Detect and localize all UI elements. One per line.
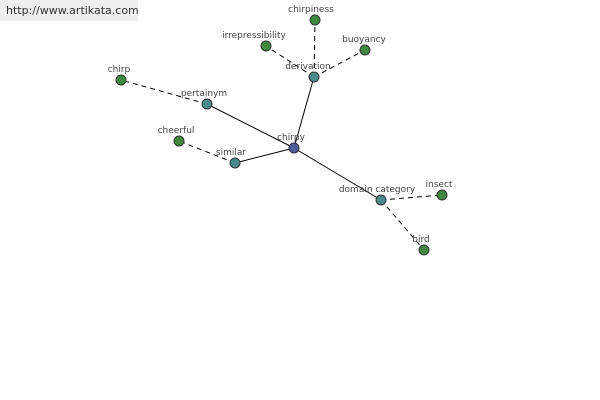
node-label-buoyancy: buoyancy — [342, 35, 386, 45]
node-label-domain-category: domain category — [339, 185, 416, 195]
node-bird[interactable] — [418, 244, 430, 256]
node-insect[interactable] — [436, 189, 448, 201]
edge-chirpy-domain-category — [293, 147, 382, 201]
edge-chirpy-derivation — [293, 76, 315, 149]
node-label-chirpiness: chirpiness — [288, 5, 334, 15]
node-label-insect: insect — [426, 180, 453, 190]
node-chirpy[interactable] — [288, 142, 300, 154]
node-buoyancy[interactable] — [359, 44, 371, 56]
edge-similar-cheerful — [178, 140, 236, 164]
labels-layer: chirpy derivation pertainym similar domain c… — [108, 5, 453, 245]
edge-derivation-chirpiness — [313, 19, 316, 78]
node-label-irrepressibility: irrepressibility — [222, 31, 286, 41]
edge-pertainym-chirp — [120, 79, 208, 105]
edge-domain-category-insect — [380, 194, 443, 201]
node-irrepressibility[interactable] — [260, 40, 272, 52]
node-label-pertainym: pertainym — [181, 89, 227, 99]
node-label-chirpy: chirpy — [277, 133, 306, 143]
node-cheerful[interactable] — [173, 135, 185, 147]
node-pertainym[interactable] — [201, 98, 213, 110]
node-label-cheerful: cheerful — [158, 126, 195, 136]
edge-domain-category-bird — [380, 199, 425, 251]
node-label-derivation: derivation — [285, 62, 331, 72]
node-label-chirp: chirp — [108, 65, 131, 75]
node-domain-category[interactable] — [375, 194, 387, 206]
watermark-link[interactable]: http://www.artikata.com — [0, 0, 139, 21]
node-similar[interactable] — [229, 157, 241, 169]
edge-chirpy-pertainym — [206, 103, 295, 149]
node-label-similar: similar — [216, 148, 246, 158]
node-derivation[interactable] — [308, 71, 320, 83]
edge-derivation-buoyancy — [313, 49, 366, 78]
node-chirp[interactable] — [115, 74, 127, 86]
edge-derivation-irrepressibility — [265, 45, 315, 78]
node-chirpiness[interactable] — [309, 14, 321, 26]
node-label-bird: bird — [412, 235, 429, 245]
nodes-layer — [115, 14, 448, 256]
edges-layer — [120, 19, 443, 251]
edge-chirpy-similar — [234, 147, 295, 164]
